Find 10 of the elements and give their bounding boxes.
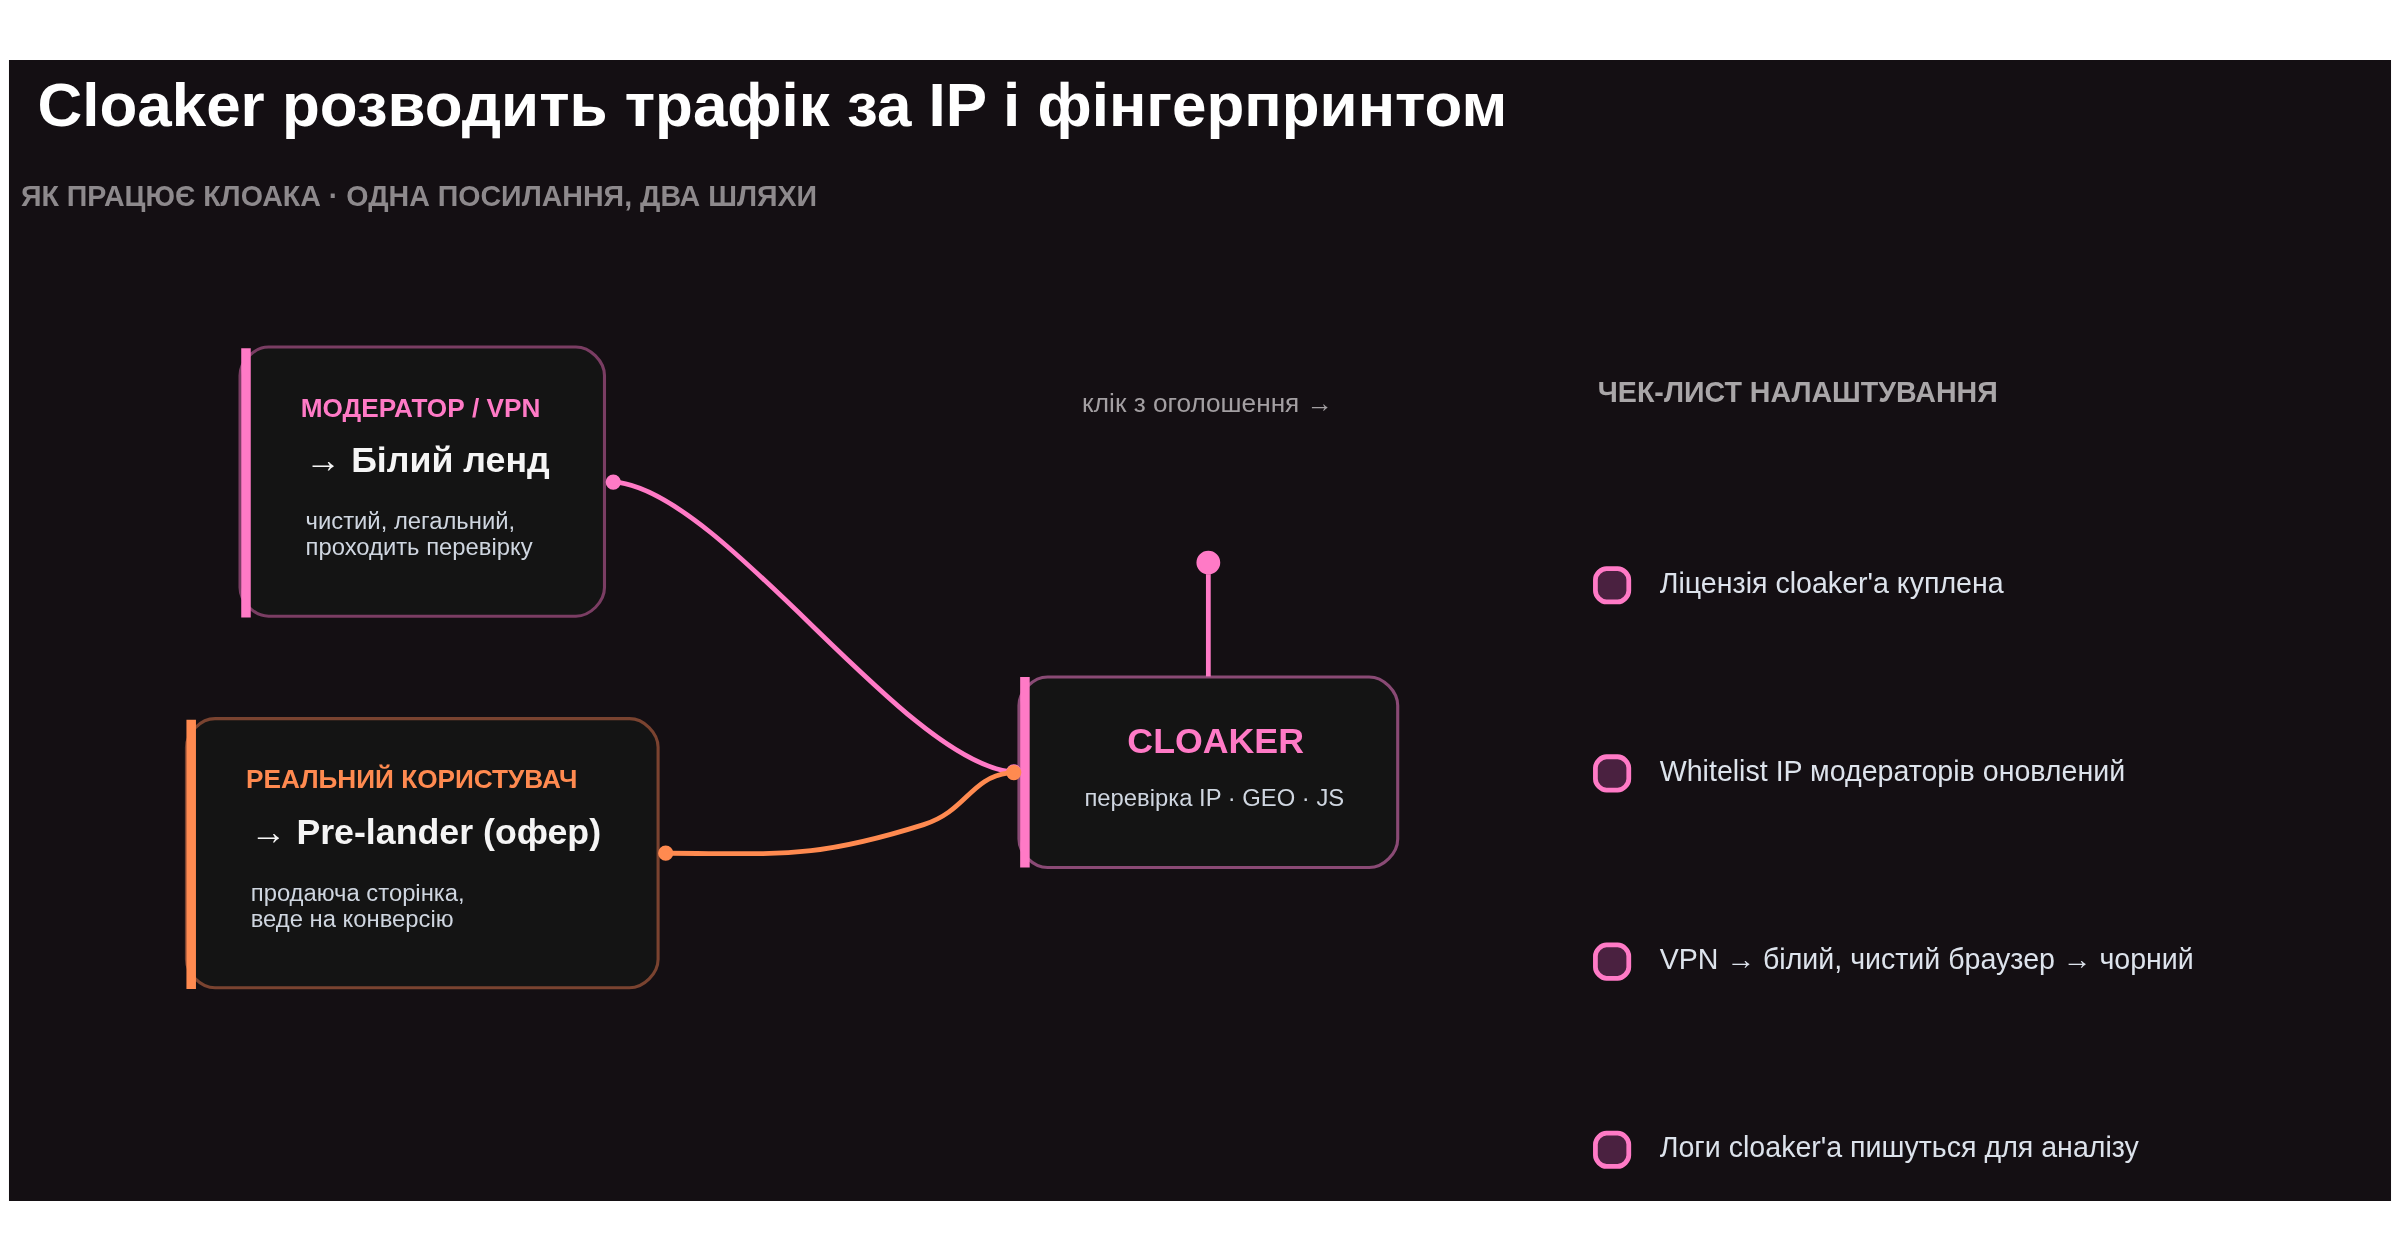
node-circle — [1196, 550, 1221, 575]
label: Ліцензія cloaker'а куплена — [1659, 566, 2004, 599]
label: ЧЕК-ЛИСТ НАЛАШТУВАННЯ — [1597, 375, 1998, 408]
label: Логи cloaker'а пишуться для аналізу — [1659, 1130, 2139, 1163]
diagram-title: Cloaker розводить трафік за IP і фінгерпринтом — [37, 69, 1508, 139]
connector — [1205, 573, 1211, 676]
label: ЯК ПРАЦЮЄ КЛОАКА · ОДНА ПОСИЛАННЯ, ДВА ШЛЯХИ — [20, 179, 818, 212]
label: Whitelist IP модераторів оновлений — [1659, 754, 2126, 787]
label: VPN → білий, чистий браузер → чорний — [1659, 942, 2194, 975]
label: клік з оголошення → — [1082, 387, 1333, 418]
